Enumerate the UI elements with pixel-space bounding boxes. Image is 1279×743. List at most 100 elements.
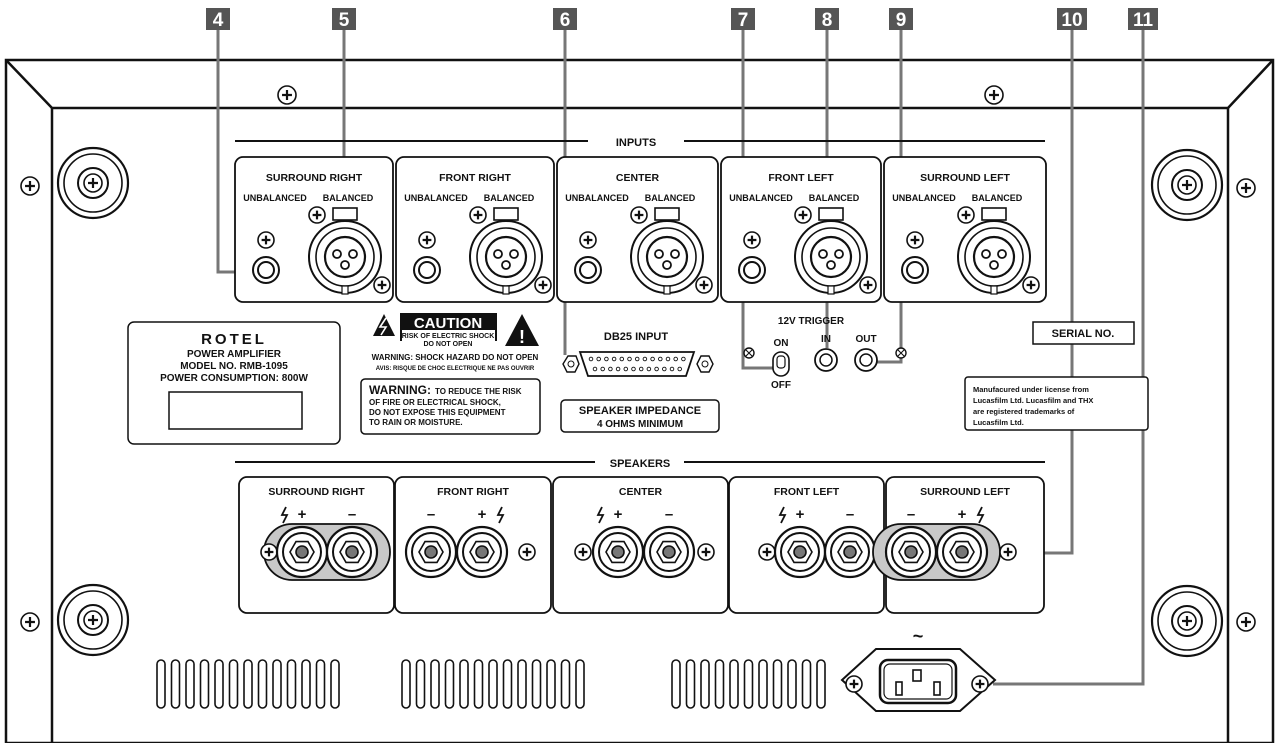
unbalanced-label: UNBALANCED	[243, 193, 307, 203]
impedance-label: SPEAKER IMPEDANCE 4 OHMS MINIMUM	[560, 399, 720, 433]
trigger-in-jack[interactable]	[814, 348, 838, 372]
chassis-screw	[277, 85, 297, 105]
vent-slot	[459, 659, 469, 709]
xlr-screw	[469, 206, 487, 224]
callout-number: 4	[213, 10, 224, 31]
xlr-jack[interactable]	[957, 207, 1031, 295]
unbalanced-label: UNBALANCED	[404, 193, 468, 203]
rca-jack[interactable]	[252, 256, 280, 284]
speaker-panel: FRONT RIGHT– +	[394, 476, 552, 614]
unbalanced-label: UNBALANCED	[892, 193, 956, 203]
rca-jack[interactable]	[738, 256, 766, 284]
trigger-on-label: ON	[774, 338, 789, 349]
warning-box: WARNING:TO REDUCE THE RISK OF FIRE OR EL…	[360, 378, 541, 435]
speaker-panel-screw	[518, 543, 536, 561]
rca-jack[interactable]	[413, 256, 441, 284]
trigger-out-jack[interactable]	[854, 348, 878, 372]
polarity-right: –	[846, 506, 854, 523]
callout-number: 11	[1133, 10, 1154, 31]
vent-slot	[228, 659, 239, 709]
chassis-foot	[56, 146, 130, 220]
chassis-screw	[1236, 612, 1256, 632]
caution-block: CAUTION RISK OF ELECTRIC SHOCK DO NOT OP…	[372, 313, 539, 372]
polarity-right: +	[958, 506, 967, 523]
xlr-jack[interactable]	[630, 207, 704, 295]
db25-screw-left	[562, 355, 580, 373]
speaker-panel: CENTER+–	[552, 476, 729, 614]
vent-slot	[787, 659, 797, 709]
warning-head: WARNING:	[369, 383, 431, 397]
vent-slot	[170, 659, 181, 709]
speaker-channel-name: FRONT RIGHT	[437, 486, 509, 498]
speaker-panel: SURROUND LEFT–+	[872, 476, 1045, 614]
caution-title: CAUTION	[414, 315, 482, 332]
polarity-left: –	[427, 506, 435, 523]
vent-slot	[315, 659, 326, 709]
polarity-left: +	[614, 506, 623, 523]
xlr-jack[interactable]	[308, 207, 382, 295]
speaker-panel-screw	[260, 543, 278, 561]
xlr-jack[interactable]	[469, 207, 543, 295]
inlet-screw	[971, 675, 989, 693]
rotel-logo: ROTEL	[201, 331, 267, 348]
rca-screw	[257, 231, 275, 249]
balanced-label: BALANCED	[645, 193, 696, 203]
speaker-terminal[interactable]	[455, 525, 509, 579]
rca-screw	[743, 231, 761, 249]
vent-slot	[301, 659, 311, 709]
avis-text: AVIS: RISQUE DE CHOC ELECTRIQUE NE PAS O…	[376, 366, 535, 372]
unbalanced-label: UNBALANCED	[729, 193, 793, 203]
input-panel: FRONT RIGHT UNBALANCED BALANCED	[395, 156, 555, 303]
vent-slot	[430, 659, 440, 709]
rca-screw	[579, 231, 597, 249]
speaker-terminal[interactable]	[325, 525, 379, 579]
speaker-terminal[interactable]	[642, 525, 696, 579]
speaker-terminal[interactable]	[935, 525, 989, 579]
rca-screw	[418, 231, 436, 249]
lightning-icon	[596, 506, 605, 524]
warning-line-4: TO RAIN OR MOISTURE.	[369, 418, 463, 427]
callout-8: 8	[815, 8, 839, 31]
speaker-terminal[interactable]	[823, 525, 877, 579]
chassis-foot	[56, 583, 130, 657]
rca-jack[interactable]	[901, 256, 929, 284]
callout-number: 6	[560, 10, 571, 31]
polarity-right: –	[348, 506, 356, 523]
polarity-right: –	[665, 506, 673, 523]
balanced-label: BALANCED	[484, 193, 535, 203]
speaker-terminal[interactable]	[591, 525, 645, 579]
vent-slot	[444, 659, 455, 709]
speaker-panel-screw	[697, 543, 715, 561]
rca-jack[interactable]	[574, 256, 602, 284]
vent-slot	[517, 659, 527, 709]
callout-10: 10	[1057, 8, 1087, 31]
speaker-terminal[interactable]	[275, 525, 329, 579]
vent-slot	[199, 659, 210, 709]
db25-label: DB25 INPUT	[604, 331, 668, 343]
screws	[20, 85, 1256, 693]
vent-slot	[700, 659, 710, 709]
exclamation-icon	[505, 314, 539, 346]
xlr-jack[interactable]	[794, 207, 868, 295]
callout-leader	[741, 30, 773, 370]
polarity-right: +	[478, 506, 487, 523]
speaker-terminal[interactable]	[773, 525, 827, 579]
impedance-line-2: 4 OHMS MINIMUM	[597, 419, 683, 430]
vent-slot	[415, 659, 426, 709]
speaker-channel-name: FRONT LEFT	[774, 486, 840, 498]
callout-4: 4	[206, 8, 230, 31]
brand-line-2: MODEL NO. RMB-1095	[180, 361, 288, 372]
vent-slot	[473, 659, 484, 709]
input-channel-name: FRONT RIGHT	[439, 172, 511, 184]
speaker-terminal[interactable]	[884, 525, 938, 579]
caution-sub-1: RISK OF ELECTRIC SHOCK	[402, 333, 495, 340]
speaker-terminal[interactable]	[404, 525, 458, 579]
vent-slot	[531, 659, 542, 709]
input-channel-name: CENTER	[616, 172, 660, 184]
vent-slot	[729, 659, 739, 709]
trigger-out-label: OUT	[855, 334, 876, 345]
trigger-off-label: OFF	[771, 380, 791, 391]
